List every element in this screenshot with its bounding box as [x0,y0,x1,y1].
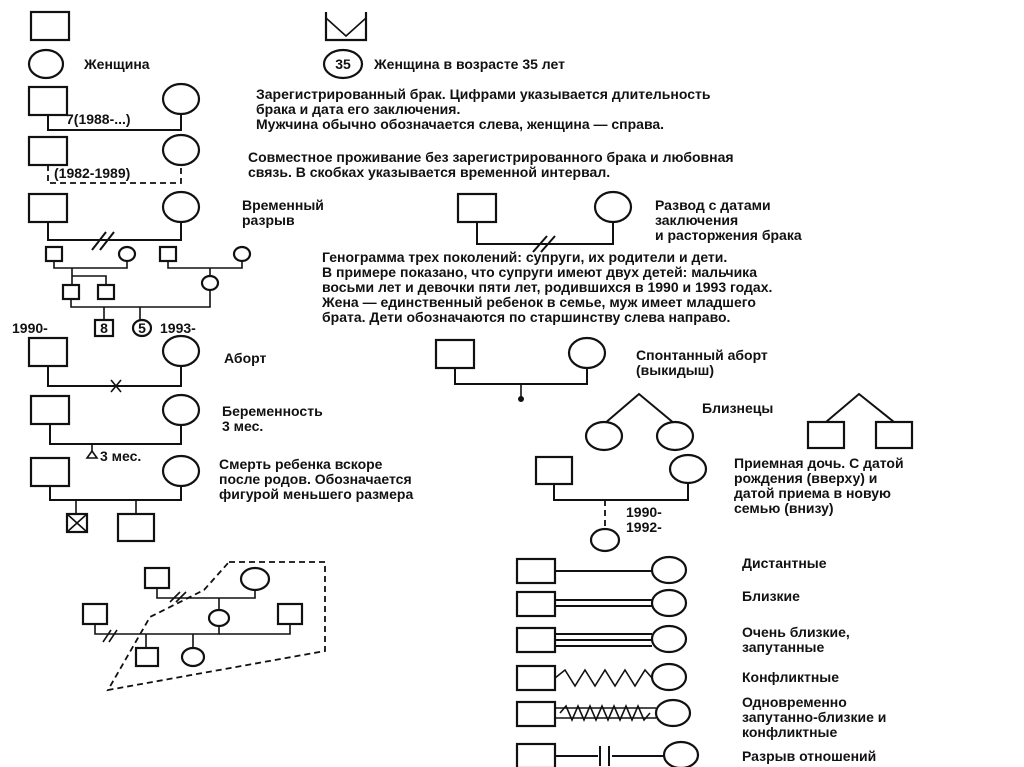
separation-text-line-1: Временный [242,197,324,213]
twins-block: Близнецы [584,392,914,452]
adoption-text-line-2: рождения (вверху) и [734,470,877,486]
relationship-very-close-line-1: Очень близкие, [742,624,850,640]
relationship-close-label: Близкие [742,588,800,604]
relationship-mixed: Одновременно запутанно-близкие и конфлик… [515,694,886,740]
family-boundary-example [81,561,326,692]
relationship-cutoff-label: Разрыв отношений [742,748,876,764]
relationship-distant-label: Дистантные [742,555,827,571]
woman-row: Женщина 35 Женщина в возрасте 35 лет [27,48,565,80]
abortion-label: Аборт [224,350,266,366]
girl-birth-year: 1993- [160,320,196,336]
male-symbol-legend [29,10,71,42]
woman-age-symbol [322,48,364,80]
genogram-text-line-1: Генограмма трех поколений: супруги, их р… [322,249,727,265]
child-death-block: Смерть ребенка вскоре после родов. Обозн… [29,454,413,543]
genogram-text-line-5: брата. Дети обозначаются по старшинству … [322,309,730,325]
relationship-distant: Дистантные [515,555,827,585]
relationship-mixed-line-3: конфликтные [742,724,838,740]
marriage-text-line-2: брака и дата его заключения. [256,101,460,117]
cohabitation-period-label: (1982-1989) [54,165,130,181]
divorce-block: Развод с датами заключения и расторжения… [456,190,802,253]
fetus-symbol-legend [324,12,368,42]
girl-age-value: 5 [138,320,146,336]
abortion-block: Аборт [27,334,266,393]
miscarriage-block: Спонтанный аборт (выкидыш) [434,336,768,402]
genogram-three-generations: Временный разрыв 1990- 8 5 1993- [12,190,324,338]
woman-symbol [27,48,65,80]
relationship-conflict-label: Конфликтные [742,669,839,685]
divorce-text-line-3: и расторжения брака [655,227,802,243]
adoption-adoption-date: 1992- [626,519,662,535]
cohabitation-block: (1982-1989) Совместное проживание без за… [27,133,734,184]
cohabitation-text-line-1: Совместное проживание без зарегистрирова… [248,149,734,165]
woman-age-value: 35 [335,56,351,72]
child-death-text-line-2: после родов. Обозначается [219,471,412,487]
marriage-text-line-3: Мужчина обычно обозначается слева, женщи… [256,116,664,132]
relationship-very-close-line-2: запутанные [742,639,824,655]
boy-birth-year: 1990- [12,320,48,336]
divorce-text-line-1: Развод с датами [655,197,771,213]
relationship-mixed-line-2: запутанно-близкие и [742,709,886,725]
woman-label: Женщина [83,56,150,72]
pregnancy-block: 3 мес. Беременность 3 мес. [29,393,323,464]
marriage-block: 7(1988-...) Зарегистрированный брак. Циф… [27,82,711,132]
adoption-text-line-4: семью (внизу) [734,500,834,516]
pregnancy-text-line-2: 3 мес. [222,418,263,434]
woman-age-label: Женщина в возрасте 35 лет [373,56,565,72]
genogram-text-line-4: Жена — единственный ребенок в семье, муж… [321,294,756,310]
marriage-text-line-1: Зарегистрированный брак. Цифрами указыва… [256,86,711,102]
divorce-text-line-2: заключения [655,212,738,228]
relationship-mixed-line-1: Одновременно [742,694,847,710]
child-death-text-line-1: Смерть ребенка вскоре [219,456,383,472]
adoption-text-line-3: датой приема в новую [734,485,891,501]
relationship-cutoff: Разрыв отношений [515,740,876,767]
adoption-block: 1990- 1992- Приемная дочь. С датой рожде… [534,453,904,553]
genogram-description: Генограмма трех поколений: супруги, их р… [321,249,772,325]
relationship-close: Близкие [515,588,800,618]
adoption-text-line-1: Приемная дочь. С датой [734,455,904,471]
miscarriage-text-line-2: (выкидыш) [636,362,714,378]
relationship-conflict: Конфликтные [515,662,839,692]
pregnancy-text-line-1: Беременность [222,403,323,419]
adoption-birth-date: 1990- [626,504,662,520]
relationship-very-close: Очень близкие, запутанные [515,624,850,655]
genogram-text-line-3: восьми лет и девочки пяти лет, родившихс… [322,279,772,295]
pregnancy-duration: 3 мес. [100,448,141,464]
marriage-duration-label: 7(1988-...) [66,111,131,127]
boy-age-value: 8 [100,320,108,336]
separation-text-line-2: разрыв [242,212,295,228]
miscarriage-text-line-1: Спонтанный аборт [636,347,768,363]
cohabitation-text-line-2: связь. В скобках указывается временной и… [248,164,610,180]
genogram-text-line-2: В примере показано, что супруги имеют дв… [322,264,757,280]
twins-label: Близнецы [702,400,773,416]
child-death-text-line-3: фигурой меньшего размера [219,486,413,502]
